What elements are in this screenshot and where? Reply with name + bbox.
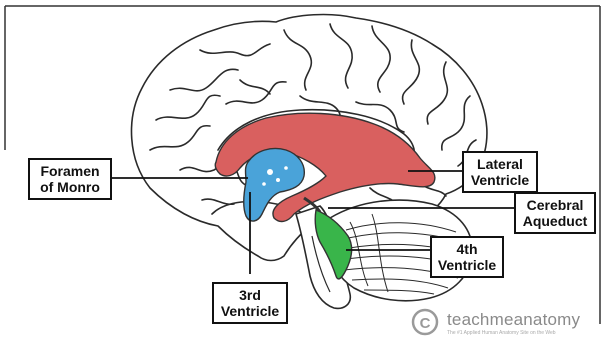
watermark-tagline: The #1 Applied Human Anatomy Site on the… [447, 330, 556, 336]
label-fourth-ventricle-line2: Ventricle [437, 257, 497, 273]
label-foramen-of-monro-line1: Foramen [35, 163, 105, 179]
label-lateral-ventricle: Lateral Ventricle [462, 151, 538, 193]
label-fourth-ventricle-line1: 4th [437, 241, 497, 257]
label-foramen-of-monro-line2: of Monro [35, 179, 105, 195]
label-third-ventricle-line2: Ventricle [219, 303, 281, 319]
label-third-ventricle-line1: 3rd [219, 287, 281, 303]
watermark-name: teachmeanatomy [447, 310, 580, 330]
label-third-ventricle: 3rd Ventricle [212, 282, 288, 324]
label-cerebral-aqueduct: Cerebral Aqueduct [514, 192, 596, 234]
label-cerebral-aqueduct-line2: Aqueduct [521, 213, 589, 229]
label-fourth-ventricle: 4th Ventricle [430, 236, 504, 278]
label-lateral-ventricle-line2: Ventricle [469, 172, 531, 188]
watermark-symbol: C [420, 315, 431, 332]
label-lateral-ventricle-line1: Lateral [469, 156, 531, 172]
label-foramen-of-monro: Foramen of Monro [28, 158, 112, 200]
label-cerebral-aqueduct-line1: Cerebral [521, 197, 589, 213]
watermark-logo: C [413, 310, 437, 334]
